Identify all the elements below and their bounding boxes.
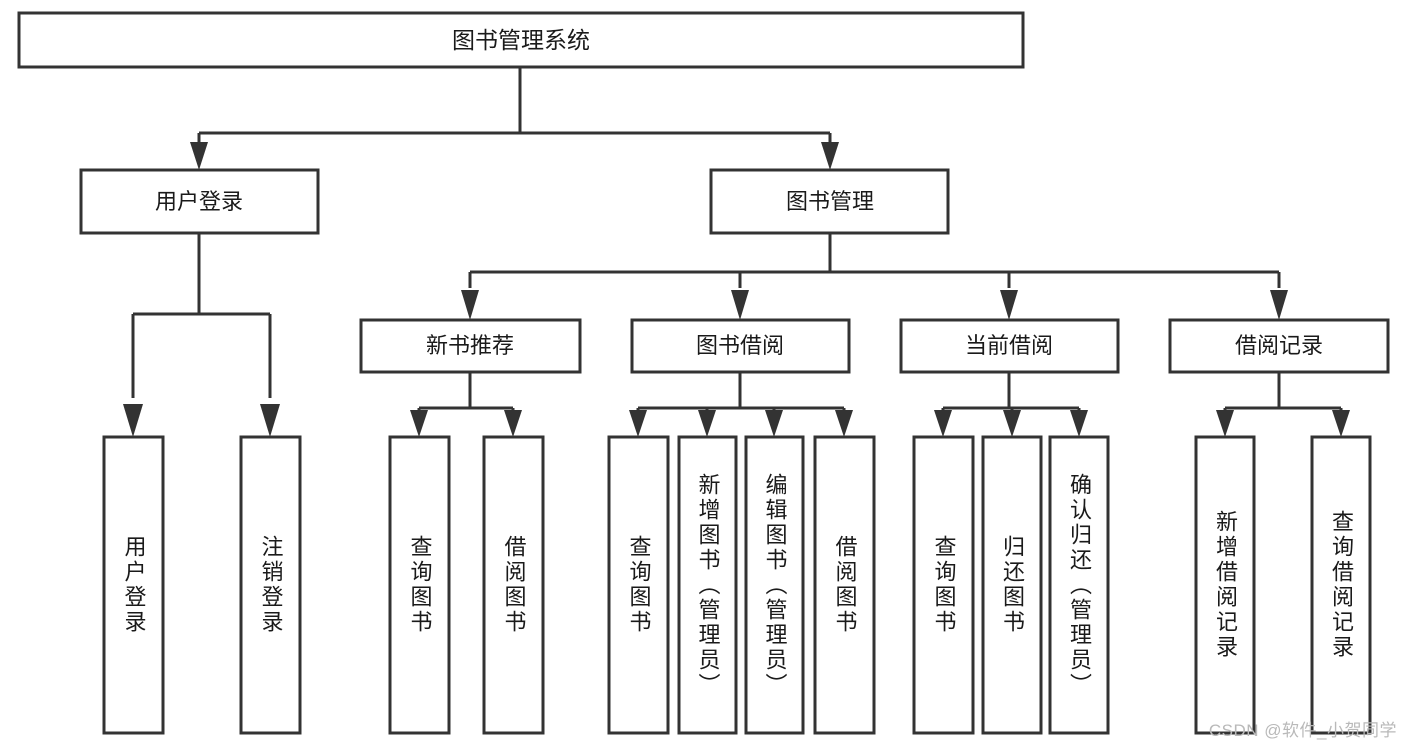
arrow-head-userlogin: [190, 142, 208, 170]
connector-group-bookmgmt: [461, 233, 1288, 320]
leaf-box-borrow-query[interactable]: [607, 435, 670, 735]
leaf-box-newbook-borrow[interactable]: [482, 435, 545, 735]
arrow-head-borrow-leaf-4: [835, 410, 853, 437]
arrow-head-current-leaf-3: [1070, 410, 1088, 437]
node-borrow-record-label: 借阅记录: [1235, 333, 1323, 358]
arrow-head-level3-4: [1270, 290, 1288, 320]
leaf-box-borrow-lend[interactable]: [813, 435, 876, 735]
leaf-box-user-login-logout[interactable]: [239, 435, 302, 735]
connector-group-root: [190, 67, 839, 170]
arrow-head-userlogin-leaf-1: [123, 404, 143, 437]
connector-group-newbook: [410, 372, 522, 437]
connector-group-record: [1216, 372, 1350, 437]
arrow-head-borrow-leaf-1: [629, 410, 647, 437]
arrow-head-level3-3: [1000, 290, 1018, 320]
leaf-box-current-confirm[interactable]: [1048, 435, 1110, 735]
node-borrow-record-box[interactable]: [1168, 318, 1390, 374]
node-current-borrow-label: 当前借阅: [965, 333, 1053, 358]
node-book-management-label: 图书管理: [786, 189, 874, 214]
leaf-box-current-return[interactable]: [981, 435, 1043, 735]
node-book-borrow-box[interactable]: [630, 318, 851, 374]
node-new-book-recommend-label: 新书推荐: [426, 333, 514, 358]
node-user-login-box[interactable]: [79, 168, 320, 235]
node-new-book-recommend-box[interactable]: [359, 318, 582, 374]
arrow-head-level3-1: [461, 290, 479, 320]
arrow-head-current-leaf-2: [1003, 410, 1021, 437]
arrow-head-record-leaf-1: [1216, 410, 1234, 437]
leaf-box-user-login-login[interactable]: [102, 435, 165, 735]
arrow-head-bookmgmt: [821, 142, 839, 170]
node-root-label: 图书管理系统: [452, 27, 590, 53]
node-root-box[interactable]: [17, 11, 1025, 69]
leaf-box-record-query[interactable]: [1310, 435, 1372, 735]
arrow-head-current-leaf-1: [934, 410, 952, 437]
arrow-head-record-leaf-2: [1332, 410, 1350, 437]
arrow-head-borrow-leaf-3: [765, 410, 783, 437]
node-user-login-label: 用户登录: [155, 189, 243, 214]
watermark-text: CSDN @软件_小贺同学: [1208, 721, 1397, 740]
connector-group-userlogin: [123, 233, 280, 437]
node-current-borrow-box[interactable]: [899, 318, 1120, 374]
arrow-head-newbook-leaf-2: [504, 410, 522, 437]
connector-group-current: [934, 372, 1088, 437]
node-book-management-box[interactable]: [709, 168, 950, 235]
connector-group-borrow: [629, 372, 853, 437]
arrow-head-borrow-leaf-2: [698, 410, 716, 437]
leaf-box-current-query[interactable]: [912, 435, 975, 735]
arrow-head-newbook-leaf-1: [410, 410, 428, 437]
leaf-box-borrow-add[interactable]: [677, 435, 738, 735]
node-book-borrow-label: 图书借阅: [696, 333, 784, 358]
leaf-box-record-add[interactable]: [1194, 435, 1256, 735]
leaf-box-newbook-query[interactable]: [388, 435, 451, 735]
arrow-head-userlogin-leaf-2: [260, 404, 280, 437]
arrow-head-level3-2: [731, 290, 749, 320]
leaf-box-borrow-edit[interactable]: [744, 435, 805, 735]
